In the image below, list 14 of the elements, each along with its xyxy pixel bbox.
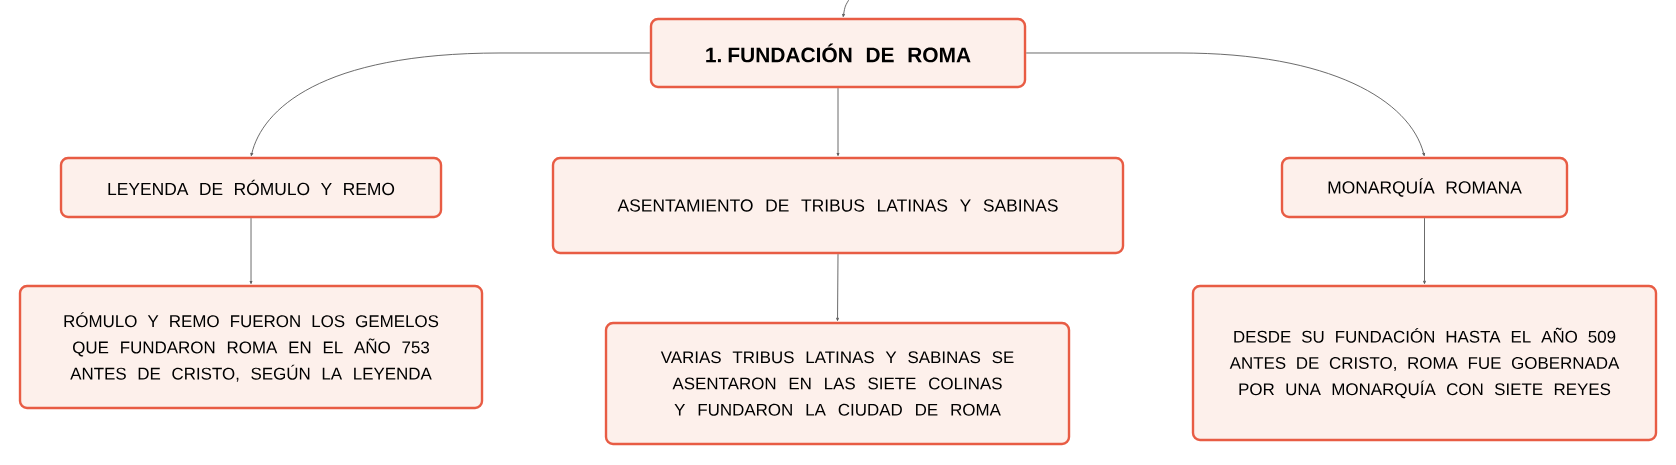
connector-arrow [1025,52,1425,157]
description-box: DESDE SU FUNDACIÓN HASTA EL AÑO 509 ANTES DE CRISTO, ROMA FUE GOBERNADA POR UNA MONARQUÍA CON SIETE REYES [1191,284,1658,442]
description-box: RÓMULO Y REMO FUERON LOS GEMELOS QUE FUNDARON ROMA EN EL AÑO 753 ANTES DE CRISTO, SEGÚN LA LEYENDA [18,284,484,410]
description-box: VARIAS TRIBUS LATINAS Y SABINAS SE ASENTARON EN LAS SIETE COLINAS Y FUNDARON LA CIUDAD DE ROMA [604,321,1071,446]
connector-arrow [249,217,253,285]
connector-arrow [836,87,840,157]
connector-arrow [1423,217,1426,285]
connector-arrow [842,0,851,18]
connector-arrow [250,52,651,157]
connector-arrow [836,253,839,322]
topic-box: ASENTAMIENTO DE TRIBUS LATINAS Y SABINAS [551,156,1125,255]
topic-box: MONARQUÍA ROMANA [1280,156,1569,219]
topic-box: 1. FUNDACIÓN DE ROMA [649,17,1027,89]
topic-box: LEYENDA DE RÓMULO Y REMO [59,156,443,219]
